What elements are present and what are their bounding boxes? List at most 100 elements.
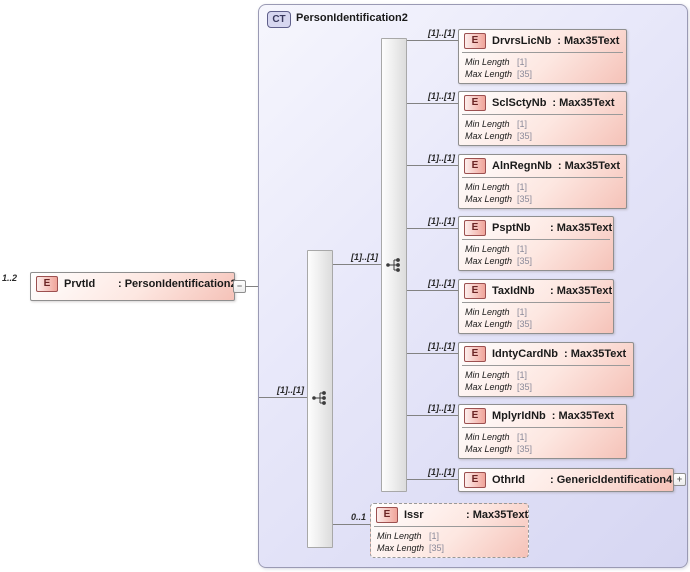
connector bbox=[407, 415, 458, 416]
facet-value: [35] bbox=[517, 131, 533, 141]
element-cardinality: [1]..[1] bbox=[428, 153, 455, 163]
element-type: : Max35Text bbox=[551, 409, 614, 422]
element-box-drvrslicnb[interactable]: E DrvrsLicNb : Max35Text Min Length [1] M… bbox=[458, 29, 627, 84]
facet-label: Max Length bbox=[465, 131, 513, 141]
facet-label: Min Length bbox=[465, 182, 510, 192]
element-cardinality: [1]..[1] bbox=[428, 403, 455, 413]
element-name: AlnRegnNb bbox=[492, 159, 552, 172]
element-badge-icon: E bbox=[464, 345, 486, 362]
element-name: DrvrsLicNb bbox=[492, 34, 552, 47]
facet-label: Max Length bbox=[465, 69, 513, 79]
connector bbox=[333, 524, 370, 525]
connector bbox=[333, 264, 381, 265]
facet-value: [35] bbox=[517, 256, 533, 266]
element-cardinality: [1]..[1] bbox=[428, 467, 455, 477]
element-badge-icon: E bbox=[464, 94, 486, 111]
connector bbox=[407, 40, 458, 41]
complex-type-badge-icon: CT bbox=[267, 11, 291, 28]
connector bbox=[407, 353, 458, 354]
facet-value: [35] bbox=[517, 444, 533, 454]
facet-value: [1] bbox=[517, 119, 528, 129]
facet-label: Max Length bbox=[465, 444, 513, 454]
expand-handle-icon[interactable]: + bbox=[673, 473, 686, 486]
element-cardinality: [1]..[1] bbox=[428, 278, 455, 288]
divider bbox=[462, 177, 623, 178]
facet-label: Min Length bbox=[465, 119, 510, 129]
element-name: MplyrIdNb bbox=[492, 409, 546, 422]
element-name: TaxIdNb bbox=[492, 284, 535, 297]
connector bbox=[407, 228, 458, 229]
sequence-compositor[interactable] bbox=[307, 250, 333, 548]
choice-compositor[interactable] bbox=[381, 38, 407, 492]
facet-value: [1] bbox=[517, 57, 528, 67]
element-type: : Max35Text bbox=[550, 284, 613, 297]
sequence-cardinality: [1]..[1] bbox=[277, 385, 304, 395]
element-cardinality: [1]..[1] bbox=[428, 28, 455, 38]
element-box-othrid[interactable]: E OthrId : GenericIdentification4 bbox=[458, 468, 674, 492]
element-box-idntycardnb[interactable]: E IdntyCardNb : Max35Text Min Length[1] … bbox=[458, 342, 634, 397]
element-box-sclsctynb[interactable]: E SclSctyNb : Max35Text Min Length [1] Ma… bbox=[458, 91, 627, 146]
element-badge-icon: E bbox=[376, 506, 398, 523]
element-badge-icon: E bbox=[464, 282, 486, 299]
element-name: Issr bbox=[404, 508, 424, 521]
divider bbox=[462, 365, 630, 366]
element-box-psptnb[interactable]: E PsptNb : Max35Text Min Length[1] Max L… bbox=[458, 216, 614, 271]
facet-value: [1] bbox=[429, 531, 440, 541]
element-badge-icon: E bbox=[464, 407, 486, 424]
element-type: : Max35Text bbox=[550, 221, 613, 234]
element-type: : Max35Text bbox=[552, 96, 615, 109]
issuer-cardinality: 0..1 bbox=[350, 512, 366, 522]
element-type: : PersonIdentification2 bbox=[118, 277, 237, 290]
divider bbox=[462, 239, 610, 240]
facet-label: Max Length bbox=[377, 543, 425, 553]
divider bbox=[462, 427, 623, 428]
facet-label: Min Length bbox=[465, 370, 510, 380]
element-box-prvtid[interactable]: E PrvtId : PersonIdentification2 bbox=[30, 272, 237, 301]
facet-value: [35] bbox=[517, 382, 533, 392]
connector bbox=[259, 397, 307, 398]
facet-value: [1] bbox=[517, 182, 528, 192]
element-name: OthrId bbox=[492, 473, 525, 486]
facet-value: [35] bbox=[517, 194, 533, 204]
element-box-mplyridnb[interactable]: E MplyrIdNb : Max35Text Min Length [1] Ma… bbox=[458, 404, 627, 459]
connector bbox=[407, 479, 458, 480]
divider bbox=[462, 114, 623, 115]
element-type: : Max35Text bbox=[564, 347, 627, 360]
element-type: : Max35Text bbox=[557, 159, 621, 172]
divider bbox=[374, 526, 525, 527]
element-badge-icon: E bbox=[464, 32, 486, 49]
element-box-taxidnb[interactable]: E TaxIdNb : Max35Text Min Length[1] Max … bbox=[458, 279, 614, 334]
element-type: : Max35Text bbox=[557, 34, 620, 47]
facet-label: Min Length bbox=[465, 57, 510, 67]
choice-icon bbox=[386, 258, 400, 272]
root-cardinality: 1..2 bbox=[2, 273, 18, 283]
complex-type-title: PersonIdentification2 bbox=[296, 12, 408, 24]
choice-cardinality: [1]..[1] bbox=[351, 252, 378, 262]
facet-label: Min Length bbox=[465, 244, 510, 254]
facet-value: [35] bbox=[517, 319, 533, 329]
element-badge-icon: E bbox=[464, 219, 486, 236]
element-badge-icon: E bbox=[464, 157, 486, 174]
element-cardinality: [1]..[1] bbox=[428, 216, 455, 226]
element-cardinality: [1]..[1] bbox=[428, 91, 455, 101]
facet-value: [35] bbox=[429, 543, 445, 553]
element-box-issr[interactable]: E Issr : Max35Text Min Length[1] Max Len… bbox=[370, 503, 529, 558]
element-name: SclSctyNb bbox=[492, 96, 547, 109]
element-box-alnregnnb[interactable]: E AlnRegnNb : Max35Text Min Length[1] Ma… bbox=[458, 154, 627, 209]
sequence-icon bbox=[312, 391, 326, 405]
connector bbox=[245, 286, 258, 287]
facet-value: [1] bbox=[517, 432, 528, 442]
connector bbox=[407, 165, 458, 166]
facet-label: Min Length bbox=[465, 307, 510, 317]
facet-label: Min Length bbox=[377, 531, 422, 541]
facet-label: Min Length bbox=[465, 432, 510, 442]
facet-label: Max Length bbox=[465, 382, 513, 392]
element-badge-icon: E bbox=[464, 471, 486, 488]
element-name: PrvtId bbox=[64, 277, 96, 290]
element-type: : GenericIdentification4 bbox=[550, 473, 673, 486]
facet-value: [1] bbox=[517, 370, 528, 380]
element-badge-icon: E bbox=[36, 275, 58, 292]
facet-label: Max Length bbox=[465, 319, 513, 329]
facet-value: [1] bbox=[517, 244, 528, 254]
element-name: IdntyCardNb bbox=[492, 347, 558, 360]
